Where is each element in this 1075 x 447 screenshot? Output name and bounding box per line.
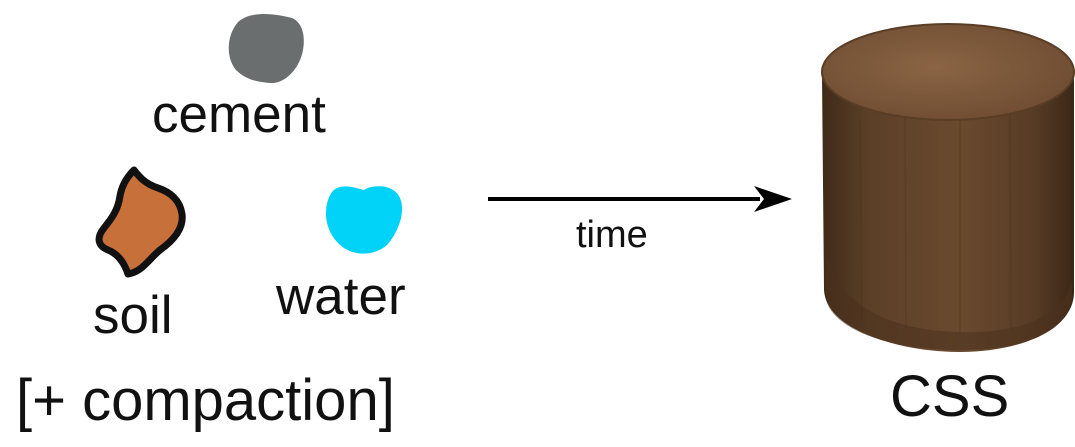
soil-label: soil xyxy=(93,286,173,345)
water-blob-icon xyxy=(326,186,403,254)
time-label: time xyxy=(576,214,648,256)
soil-blob-icon xyxy=(95,166,186,278)
cement-label: cement xyxy=(152,85,326,144)
water-label: water xyxy=(276,267,406,326)
arrow-right-icon xyxy=(488,186,792,212)
compaction-label: [+ compaction] xyxy=(16,368,395,433)
cement-blob-icon xyxy=(228,14,304,84)
product-label: CSS xyxy=(890,364,1010,429)
soil-cylinder-photo xyxy=(821,23,1075,352)
